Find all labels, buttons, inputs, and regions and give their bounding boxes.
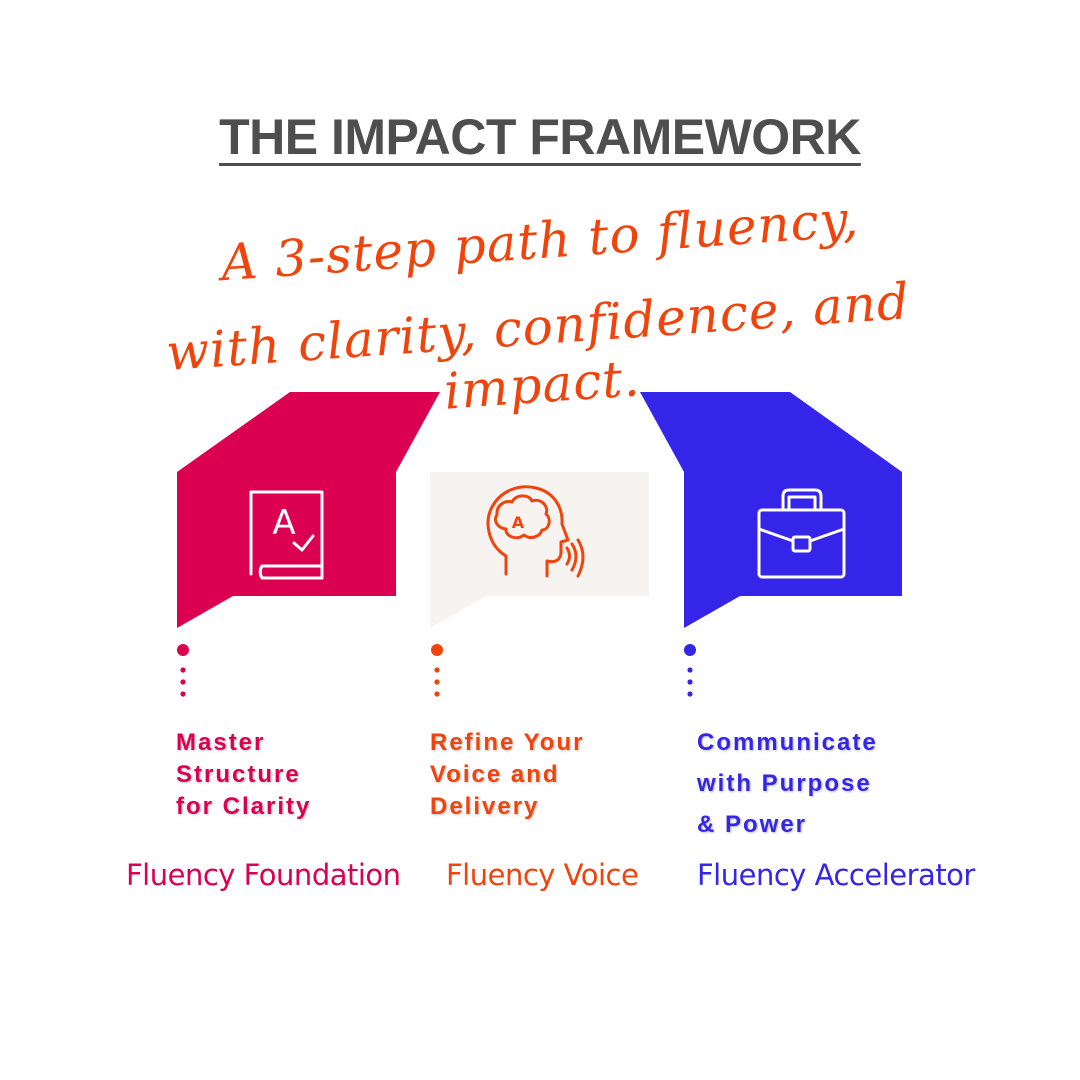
step-3-block: [640, 392, 902, 628]
step-3-program: Fluency Accelerator: [697, 858, 975, 892]
step-2-block: A: [430, 472, 649, 628]
step-1-lid: [177, 392, 440, 472]
step-3-connector: [684, 644, 696, 697]
briefcase-icon: [757, 488, 846, 579]
step-2-connector: [431, 644, 443, 697]
step-1-program: Fluency Foundation: [126, 858, 401, 892]
step-3-heading-line: Communicate: [697, 729, 878, 756]
step-1-heading: Master Structure for Clarity: [176, 727, 311, 823]
step-2-panel: [430, 472, 649, 628]
step-2-heading-line: Voice and: [430, 761, 560, 788]
svg-text:A: A: [272, 503, 295, 543]
step-2-heading-line: Refine Your: [430, 729, 585, 756]
step-1-heading-line: Structure: [176, 761, 301, 788]
step-1-heading-line: for Clarity: [176, 793, 312, 820]
step-1-connector: [177, 644, 189, 697]
step-1-panel: [177, 472, 396, 628]
grammar-book-icon: A: [249, 490, 324, 580]
step-3-heading: Communicate with Purpose & Power: [697, 722, 878, 845]
step-3-heading-line: & Power: [697, 811, 808, 838]
svg-text:A: A: [512, 513, 525, 532]
step-3-lid: [640, 392, 902, 472]
step-2-program: Fluency Voice: [446, 858, 639, 892]
speaking-head-brain-icon: A: [486, 485, 585, 578]
step-2-heading-line: Delivery: [430, 793, 540, 820]
step-1-block: A: [177, 392, 440, 628]
step-3-heading-line: with Purpose: [697, 770, 872, 797]
step-1-heading-line: Master: [176, 729, 266, 756]
step-2-heading: Refine Your Voice and Delivery: [430, 727, 584, 823]
page-title: THE IMPACT FRAMEWORK: [219, 109, 861, 165]
